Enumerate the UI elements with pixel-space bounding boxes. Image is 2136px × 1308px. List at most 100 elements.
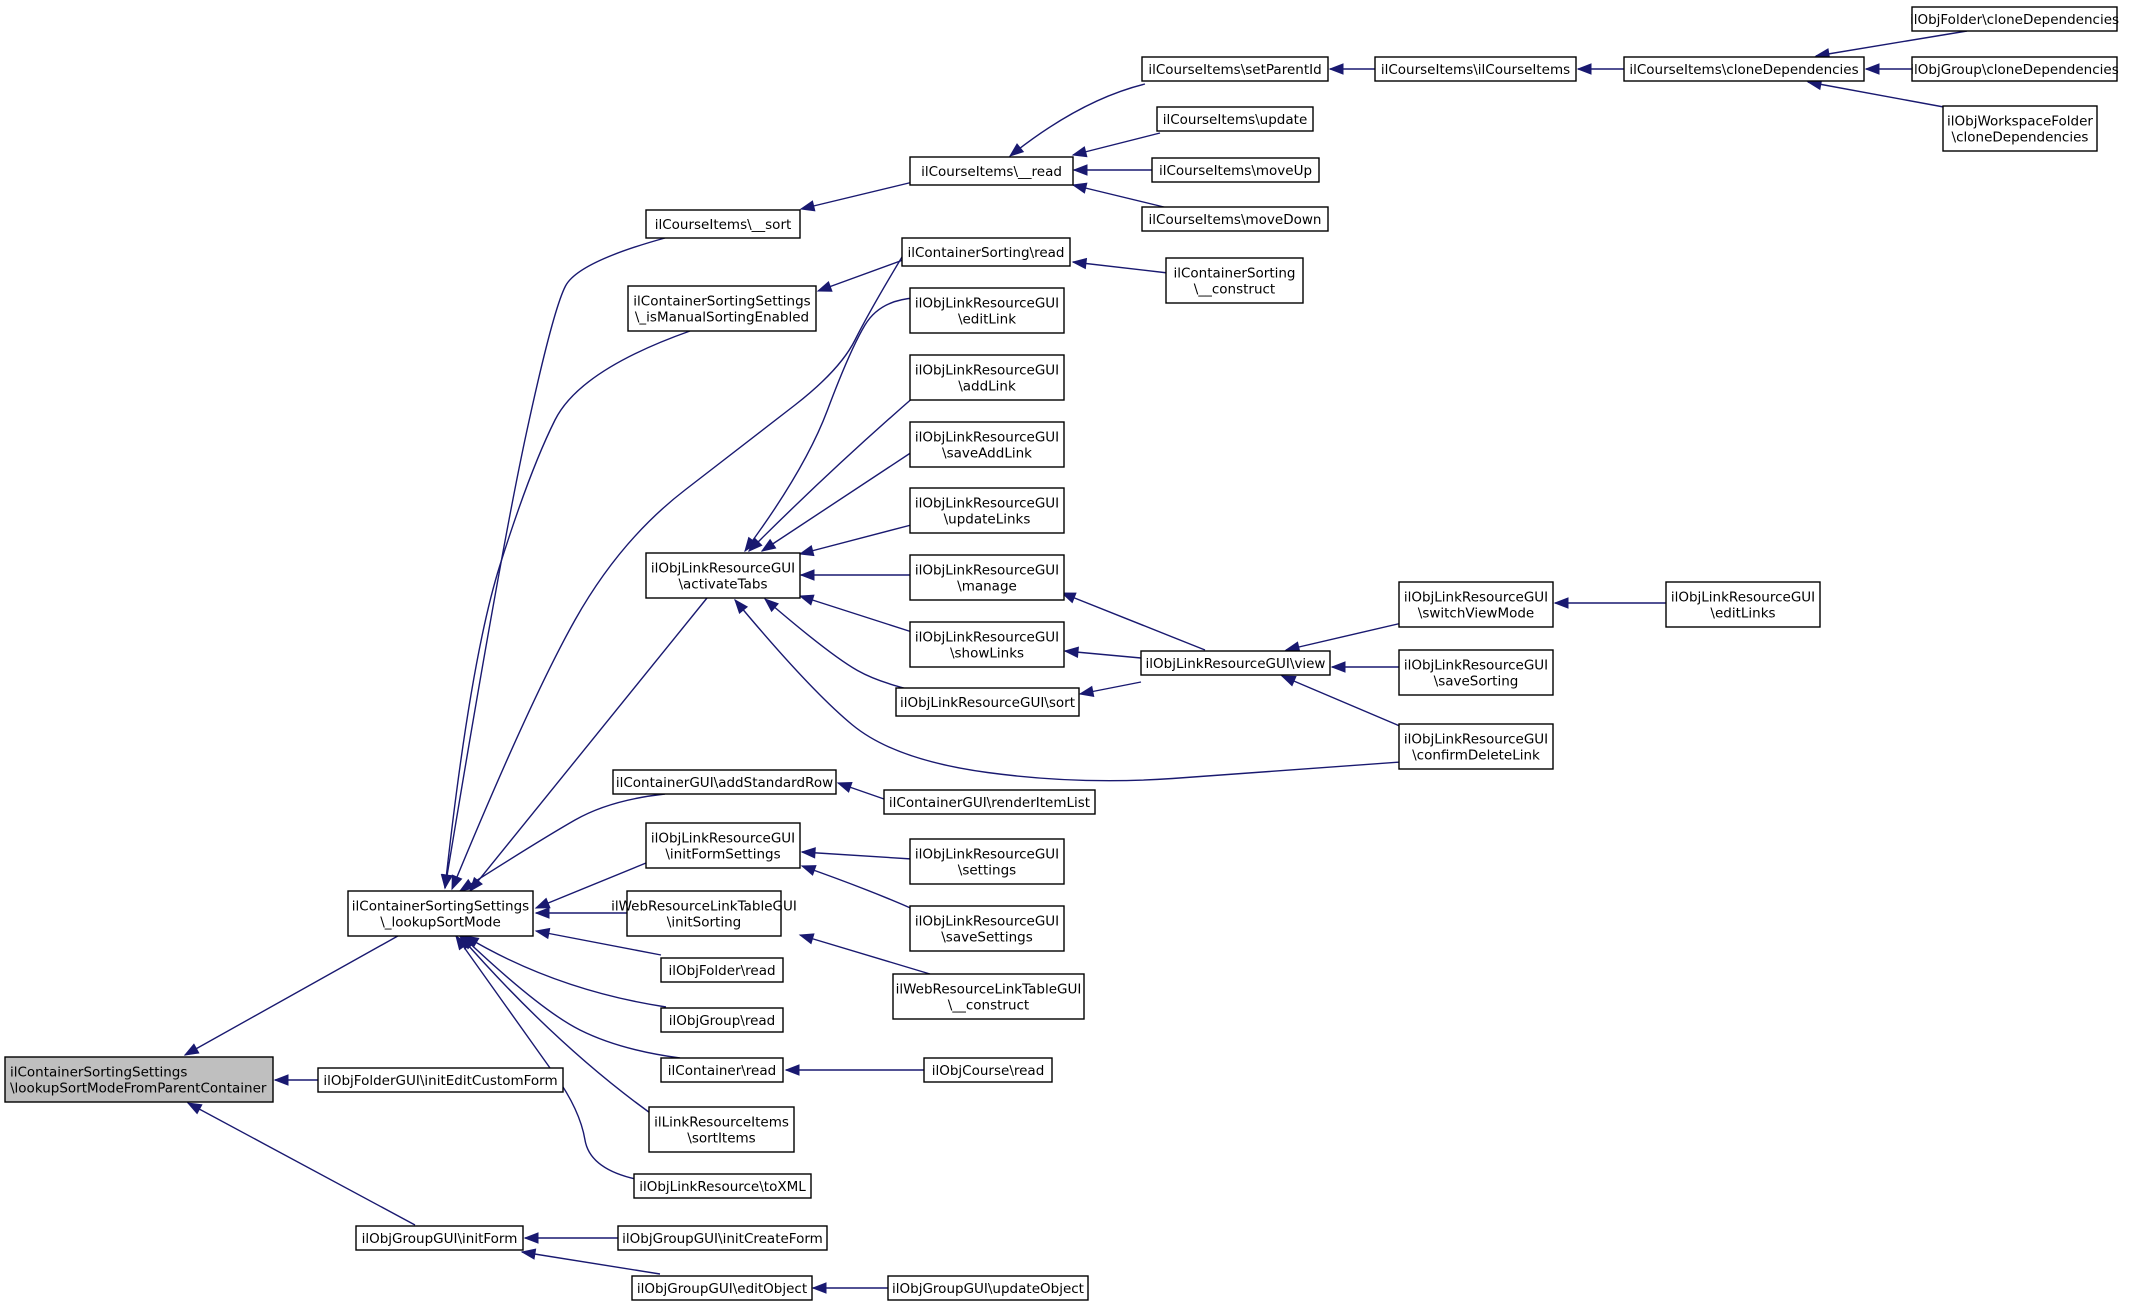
function-node[interactable]: ilObjLinkResourceGUI\editLink <box>909 287 1065 334</box>
function-node[interactable]: ilCourseItems\__read <box>909 156 1074 186</box>
node-box <box>633 1173 812 1199</box>
function-node[interactable]: ilCourseItems\ilCourseItems <box>1374 56 1577 82</box>
function-node[interactable]: ilContainer\read <box>660 1057 784 1083</box>
function-node[interactable]: ilObjWorkspaceFolder\cloneDependencies <box>1942 105 2098 152</box>
function-node[interactable]: ilContainerGUI\addStandardRow <box>612 769 837 795</box>
edge-n6-to-n23 <box>799 569 912 581</box>
function-node[interactable]: ilWebResourceLinkTableGUI\initSorting <box>611 890 797 937</box>
node-box <box>617 1225 828 1251</box>
edge-n42-to-n45 <box>1864 63 1912 75</box>
function-node[interactable]: ilCourseItems\setParentId <box>1141 56 1329 82</box>
arrowhead-icon <box>760 538 777 552</box>
node-box <box>627 285 817 332</box>
arrowhead-icon <box>1072 164 1088 176</box>
node-box <box>660 1057 784 1083</box>
function-node[interactable]: ilObjLinkResourceGUI\manage <box>909 554 1065 601</box>
arrowhead-icon <box>1576 63 1592 75</box>
node-label: ilCourseItems\__read <box>921 164 1062 180</box>
edge-root-to-n2 <box>273 1074 318 1086</box>
node-label: \editLink <box>958 312 1016 328</box>
edge-root-to-n3 <box>186 1102 416 1226</box>
function-node[interactable]: ilContainerSorting\__construct <box>1165 257 1304 304</box>
function-node[interactable]: ilObjLinkResourceGUI\editLinks <box>1665 581 1821 628</box>
node-box <box>895 687 1080 717</box>
function-node[interactable]: ilCourseItems\update <box>1156 106 1314 132</box>
node-box <box>660 1007 784 1033</box>
function-node[interactable]: ilObjCourse\read <box>923 1057 1053 1083</box>
node-label: \activateTabs <box>678 577 767 593</box>
arrowhead-icon <box>440 873 453 890</box>
edge-n17-to-n32 <box>1008 83 1146 157</box>
function-node[interactable]: ilContainerSorting\read <box>901 237 1071 267</box>
node-label: \addLink <box>958 379 1016 395</box>
node-label: \_isManualSortingEnabled <box>635 310 809 326</box>
arrowhead-icon <box>183 1043 200 1056</box>
root-function-node[interactable]: ilContainerSortingSettings\lookupSortMod… <box>4 1056 274 1103</box>
node-label: \sortItems <box>687 1131 755 1147</box>
function-node[interactable]: ilObjGroupGUI\initForm <box>355 1225 524 1251</box>
function-node[interactable]: ilObjLinkResourceGUI\initFormSettings <box>645 822 801 869</box>
arrowhead-icon <box>1060 592 1077 604</box>
function-node[interactable]: ilCourseItems\cloneDependencies <box>1623 56 1865 82</box>
function-node[interactable]: ilObjLinkResource\toXML <box>633 1173 812 1199</box>
node-box <box>1398 581 1554 628</box>
function-node[interactable]: ilObjLinkResourceGUI\updateLinks <box>909 487 1065 534</box>
node-label: ilObjLinkResourceGUI\view <box>1146 656 1326 672</box>
function-node[interactable]: ilObjLinkResourceGUI\addLink <box>909 354 1065 401</box>
node-box <box>909 421 1065 468</box>
arrowhead-icon <box>534 907 550 919</box>
function-node[interactable]: ilObjLinkResourceGUI\confirmDeleteLink <box>1398 723 1554 770</box>
edge-n6-to-n22 <box>798 523 916 557</box>
node-label: \switchViewMode <box>1418 606 1534 622</box>
node-label: ilCourseItems\moveUp <box>1159 163 1312 179</box>
node-label: ilObjLinkResourceGUI\sort <box>900 695 1075 711</box>
arrowhead-icon <box>1008 143 1025 157</box>
function-node[interactable]: ilObjLinkResourceGUI\showLinks <box>909 621 1065 668</box>
function-node[interactable]: ilObjGroupGUI\initCreateForm <box>617 1225 828 1251</box>
node-box <box>909 554 1065 601</box>
edge-n23-to-n37 <box>1060 592 1206 651</box>
function-node[interactable]: ilObjLinkResourceGUI\view <box>1140 650 1331 676</box>
function-node[interactable]: ilContainerSortingSettings\_lookupSortMo… <box>347 890 534 937</box>
node-box <box>1156 106 1314 132</box>
node-box <box>648 1106 795 1153</box>
node-box <box>645 552 801 599</box>
function-node[interactable]: ilObjLinkResourceGUI\saveAddLink <box>909 421 1065 468</box>
function-node[interactable]: ilLinkResourceItems\sortItems <box>648 1106 795 1153</box>
edge-n37-to-n40 <box>1330 661 1399 673</box>
node-label: ilObjLinkResourceGUI <box>915 296 1059 312</box>
node-box <box>909 487 1065 534</box>
edge-n17-to-n34 <box>1072 164 1152 176</box>
function-node[interactable]: ilContainerSortingSettings\_isManualSort… <box>627 285 817 332</box>
function-node[interactable]: ilCourseItems\__sort <box>645 209 801 239</box>
edge-n3-to-n15 <box>523 1232 618 1244</box>
arrowhead-icon <box>798 933 815 945</box>
function-node[interactable]: ilObjFolder\read <box>660 957 784 983</box>
function-node[interactable]: ilContainerGUI\renderItemList <box>883 789 1096 815</box>
node-label: ilObjLinkResourceGUI <box>915 363 1059 379</box>
function-node[interactable]: ilObjLinkResourceGUI\settings <box>909 838 1065 885</box>
node-label: ilObjGroupGUI\updateObject <box>892 1281 1084 1297</box>
node-label: ilObjLinkResourceGUI <box>1404 732 1548 748</box>
function-node[interactable]: ilObjLinkResourceGUI\sort <box>895 687 1080 717</box>
function-node[interactable]: ilObjGroupGUI\editObject <box>631 1275 813 1301</box>
function-node[interactable]: ilObjLinkResourceGUI\saveSettings <box>909 905 1065 952</box>
function-node[interactable]: ilWebResourceLinkTableGUI\__construct <box>892 973 1085 1020</box>
node-label: ilCourseItems\cloneDependencies <box>1629 62 1858 78</box>
function-node[interactable]: ilObjFolderGUI\initEditCustomForm <box>317 1067 564 1093</box>
node-label: ilObjLinkResourceGUI <box>915 563 1059 579</box>
arrowhead-icon <box>273 1074 289 1086</box>
node-box <box>645 822 801 869</box>
function-node[interactable]: ilObjLinkResourceGUI\activateTabs <box>645 552 801 599</box>
function-node[interactable]: ilCourseItems\moveUp <box>1151 157 1320 183</box>
function-node[interactable]: ilObjFolder\cloneDependencies <box>1910 6 2119 32</box>
function-node[interactable]: ilObjLinkResourceGUI\switchViewMode <box>1398 581 1554 628</box>
function-node[interactable]: ilObjGroupGUI\updateObject <box>887 1275 1089 1301</box>
function-node[interactable]: ilObjGroup\read <box>660 1007 784 1033</box>
function-node[interactable]: ilObjLinkResourceGUI\saveSorting <box>1398 649 1554 696</box>
edge-n8-to-n27 <box>800 847 913 860</box>
function-node[interactable]: ilObjGroup\cloneDependencies <box>1910 56 2119 82</box>
node-box <box>909 905 1065 952</box>
function-node[interactable]: ilCourseItems\moveDown <box>1141 206 1329 232</box>
edge-n6-to-n21 <box>760 449 916 552</box>
